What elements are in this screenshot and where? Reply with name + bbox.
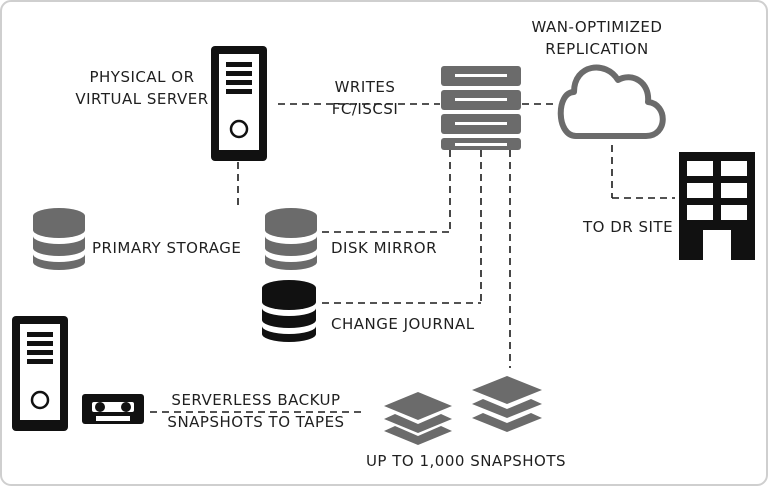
serverless-backup-line-1: SERVERLESS BACKUP — [171, 391, 341, 409]
snapshots-label: UP TO 1,000 SNAPSHOTS — [365, 452, 567, 470]
connectors — [150, 103, 675, 413]
change-journal-label: CHANGE JOURNAL — [331, 315, 475, 333]
serverless-backup-line-2: SNAPSHOTS TO TAPES — [167, 413, 345, 431]
snapshot-layers-icon — [472, 376, 542, 432]
physical-server-line-1: PHYSICAL OR — [89, 68, 195, 86]
wan-replication-label: WAN-OPTIMIZED REPLICATION — [522, 16, 672, 60]
writes-label: WRITES FC/ISCSI — [310, 76, 420, 120]
disk-mirror-label: DISK MIRROR — [331, 239, 438, 257]
storage-appliance-icon — [441, 66, 521, 150]
wan-line-1: WAN-OPTIMIZED — [531, 18, 663, 36]
database-icon — [265, 208, 317, 270]
physical-server-label: PHYSICAL OR VIRTUAL SERVER — [72, 66, 212, 110]
server-tower-icon — [211, 46, 267, 161]
cloud-icon — [557, 64, 666, 139]
server-tower-icon — [12, 316, 68, 431]
to-dr-site-label: TO DR SITE — [583, 218, 674, 236]
serverless-backup-label: SERVERLESS BACKUP SNAPSHOTS TO TAPES — [156, 389, 356, 433]
tape-cartridge-icon — [82, 394, 144, 424]
dr-site-building-icon — [679, 152, 755, 260]
database-icon — [262, 280, 316, 342]
physical-server-line-2: VIRTUAL SERVER — [75, 90, 209, 108]
database-icon — [33, 208, 85, 270]
writes-line-1: WRITES — [334, 78, 396, 96]
writes-line-2: FC/ISCSI — [331, 100, 399, 118]
wan-line-2: REPLICATION — [545, 40, 649, 58]
primary-storage-label: PRIMARY STORAGE — [92, 239, 242, 257]
snapshot-layers-icon — [384, 392, 452, 445]
